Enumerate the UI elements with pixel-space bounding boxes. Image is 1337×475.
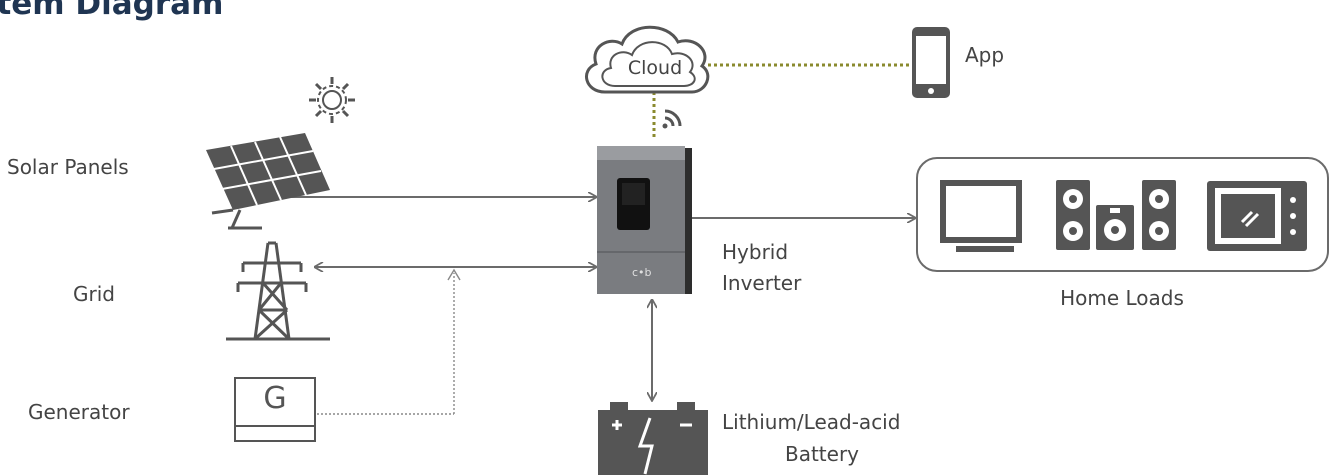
grid-label: Grid bbox=[73, 282, 115, 306]
inverter-icon: c•b bbox=[597, 146, 692, 294]
app-label: App bbox=[965, 43, 1005, 67]
battery-icon bbox=[598, 402, 708, 475]
cloud-label: Cloud bbox=[627, 57, 683, 79]
tv-icon bbox=[940, 180, 1022, 252]
battery-label-line1: Lithium/Lead-acid bbox=[722, 410, 901, 434]
generator-link-arrow bbox=[447, 268, 461, 281]
solar-panel-icon bbox=[206, 133, 330, 230]
home-loads-box bbox=[916, 157, 1329, 272]
speakers-icon bbox=[1056, 180, 1176, 250]
connection-lines bbox=[262, 197, 915, 400]
svg-text:c•b: c•b bbox=[632, 266, 652, 279]
wifi-icon bbox=[662, 109, 682, 129]
sun-icon bbox=[309, 77, 355, 123]
generator-label: Generator bbox=[28, 400, 130, 424]
diagram-title: stem Diagram bbox=[0, 0, 224, 22]
home-loads-label: Home Loads bbox=[1060, 286, 1184, 310]
generator-letter: G bbox=[263, 381, 287, 416]
battery-label-line2: Battery bbox=[784, 442, 860, 466]
phone-icon bbox=[912, 27, 950, 98]
generator-link bbox=[317, 273, 455, 415]
cloud-links bbox=[652, 63, 912, 140]
cloud-icon bbox=[585, 25, 710, 94]
microwave-icon bbox=[1207, 181, 1307, 251]
inverter-label-line1: Hybrid bbox=[722, 240, 789, 264]
power-tower-icon bbox=[226, 241, 330, 341]
solar-panels-label: Solar Panels bbox=[7, 155, 129, 179]
generator-icon bbox=[234, 377, 316, 442]
inverter-label-line2: Inverter bbox=[722, 271, 802, 295]
